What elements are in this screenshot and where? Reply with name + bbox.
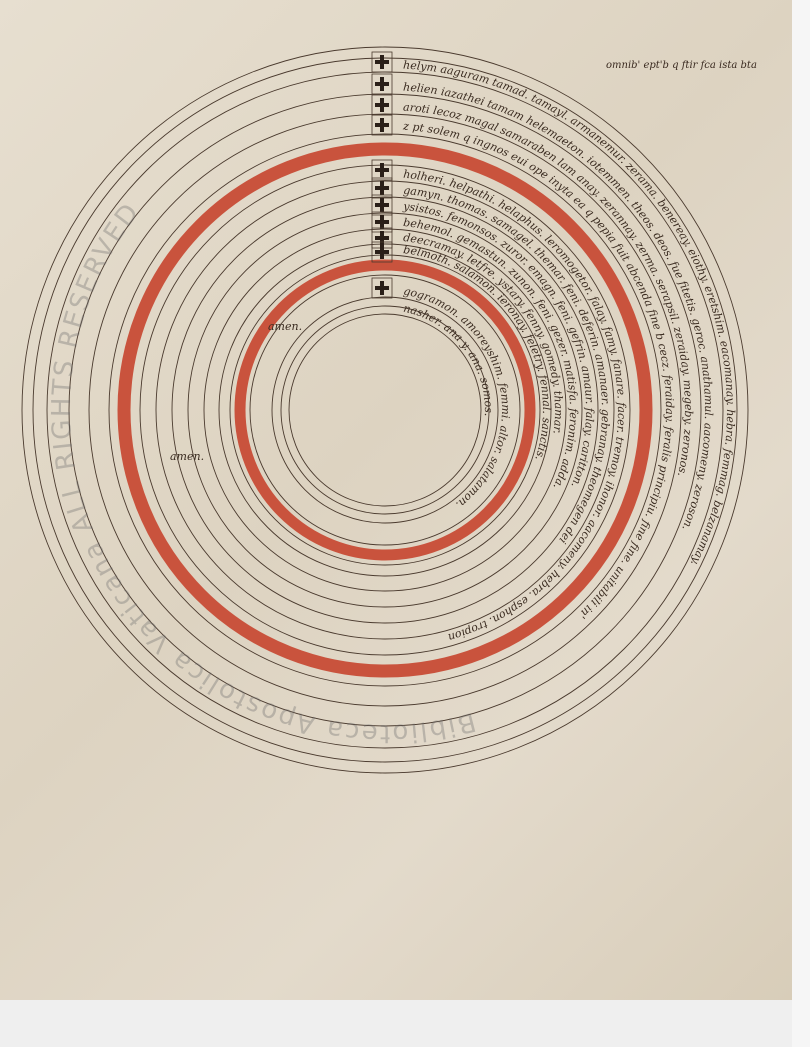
- ring-line: [139, 164, 631, 656]
- ring-line: [88, 113, 682, 707]
- cross-icon: [375, 231, 389, 245]
- ring-line: [21, 46, 749, 774]
- ring-line: [271, 296, 499, 524]
- cross-cell: [371, 277, 393, 299]
- ring-line: [171, 196, 599, 624]
- cross-icon: [375, 181, 389, 195]
- cross-icon: [375, 98, 389, 112]
- amen-label: amen.: [170, 450, 204, 463]
- ring-line: [155, 180, 615, 640]
- cross-icon: [375, 215, 389, 229]
- cross-icon: [375, 55, 389, 69]
- cross-cell: [371, 73, 393, 95]
- margin-note: omnib' ept'b q ftir fca ista bta: [606, 60, 757, 71]
- cross-cell: [371, 114, 393, 136]
- ring-line: [218, 243, 552, 577]
- ring-line: [108, 133, 662, 687]
- cross-cell: [371, 159, 393, 181]
- ring-line: [187, 212, 583, 608]
- ring-line: [229, 254, 541, 566]
- red-band-inner: [234, 259, 536, 561]
- cross-cell: [371, 51, 393, 73]
- cross-icon: [375, 118, 389, 132]
- ring-line: [203, 228, 567, 592]
- cross-icon: [375, 77, 389, 91]
- cross-icon: [375, 198, 389, 212]
- ring-line: [280, 305, 490, 515]
- ring-line: [32, 57, 738, 763]
- red-band-outer: [117, 142, 653, 678]
- cross-icon: [375, 245, 389, 259]
- cross-icon: [375, 163, 389, 177]
- ring-line: [249, 274, 521, 546]
- amen-label: amen.: [268, 320, 302, 333]
- cross-cell: [371, 241, 393, 263]
- cross-icon: [375, 281, 389, 295]
- manuscript-folio: [0, 0, 792, 1000]
- scan-margin-bottom: [0, 1000, 792, 1047]
- ring-line: [288, 313, 482, 507]
- scan-margin-right: [792, 0, 810, 1047]
